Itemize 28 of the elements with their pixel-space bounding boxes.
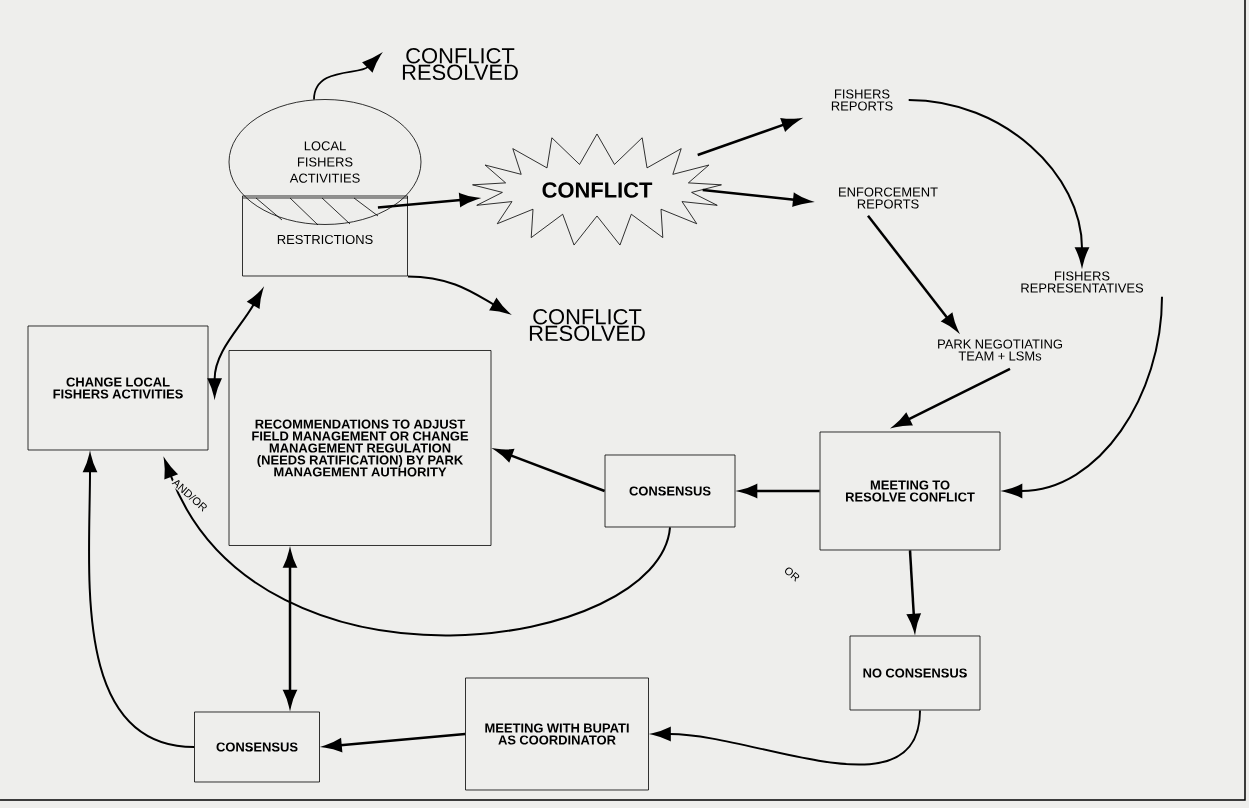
arrow <box>907 99 1089 266</box>
node-text: FISHERS REPORTS <box>831 89 893 111</box>
process-box: MEETING WITH BUPATI AS COORDINATOR <box>465 677 649 791</box>
node-text: PARK NEGOTIATING TEAM + LSMs <box>938 339 1062 361</box>
node-text: FISHERS REPRESENTATIVES <box>1021 271 1144 293</box>
arrow <box>697 118 800 157</box>
process-box: CONSENSUS <box>604 454 736 528</box>
arrow <box>867 215 958 332</box>
arrow <box>83 453 196 748</box>
process-box: CONSENSUS <box>194 711 320 783</box>
arrow <box>1003 295 1163 498</box>
arrow <box>739 484 820 498</box>
starburst: CONFLICT <box>472 133 722 246</box>
process-box: RECOMMENDATIONS TO ADJUST FIELD MANAGEMENT OR CHANGE MANAGEMENT REGULATION (NEEDS RATIFICATION) BY PARK MANAGEMENT AUTHORITY <box>228 350 492 546</box>
process-box: NO CONSENSUS <box>849 635 981 711</box>
arrow <box>164 459 671 637</box>
process-box: RESTRICTIONS <box>242 195 408 277</box>
arrow <box>313 53 381 101</box>
note-text: OR <box>785 567 800 582</box>
arrow <box>406 275 509 314</box>
node-text: ENFORCEMENT REPORTS <box>839 187 938 209</box>
arrow <box>907 550 921 632</box>
process-box: CHANGE LOCAL FISHERS ACTIVITIES <box>27 325 209 451</box>
arrow <box>893 367 1011 428</box>
node-text: CONFLICT RESOLVED <box>529 308 645 341</box>
node-text: CONFLICT RESOLVED <box>402 47 518 80</box>
process-box: MEETING TO RESOLVE CONFLICT <box>819 431 1001 551</box>
arrow <box>652 709 921 766</box>
